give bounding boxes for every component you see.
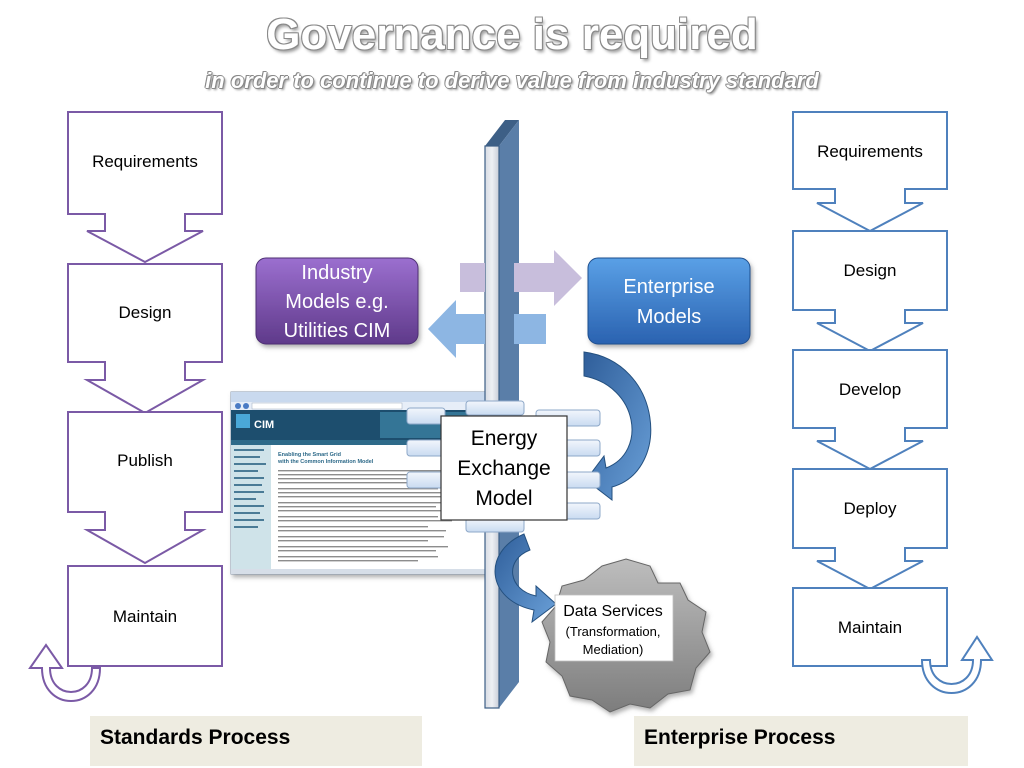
enterprise-label-design: Design [844,261,897,280]
standards-step-maintain [67,565,223,667]
standards-cycle-arrow-icon [28,643,102,702]
standards-label-publish: Publish [117,451,173,470]
standards-process-flow: Requirements Design Publish Maintain [28,111,223,702]
enterprise-to-exchange-arrow-icon [583,351,652,502]
cim-headline-2: with the Common Information Model [277,459,374,465]
arrow-right-icon [460,250,582,306]
enterprise-step-maintain [792,587,948,667]
enterprise-step-design [792,230,948,353]
industry-models-line-1: Industry [301,262,372,284]
standards-step-requirements [67,111,223,264]
page-subtitle: in order to continue to derive value fro… [205,68,819,93]
arrow-left-icon [428,300,546,358]
enterprise-models-box: Enterprise Models [587,257,751,345]
data-services-gear: Data Services (Transformation, Mediation… [541,558,711,713]
standards-label-design: Design [119,303,172,322]
standards-step-design [67,263,223,415]
model-exchange-arrows [428,250,582,358]
enterprise-label-deploy: Deploy [844,499,897,518]
cim-logo: CIM [254,419,274,431]
enterprise-models-line-1: Enterprise [623,276,714,298]
standards-step-publish [67,411,223,565]
enterprise-process-label: Enterprise Process [634,716,968,766]
energy-exchange-line-1: Energy [471,427,538,450]
standards-process-label: Standards Process [90,716,422,766]
enterprise-label-requirements: Requirements [817,142,923,161]
cim-headline-1: Enabling the Smart Grid [278,452,341,458]
standards-label-requirements: Requirements [92,152,198,171]
enterprise-step-requirements [792,111,948,233]
enterprise-step-develop [792,349,948,471]
standards-label-maintain: Maintain [113,607,177,626]
energy-exchange-model-box: Energy Exchange Model [440,415,568,521]
data-services-line-2: (Transformation, [566,624,661,639]
industry-models-line-3: Utilities CIM [284,320,391,342]
industry-models-box: Industry Models e.g. Utilities CIM [255,257,419,345]
energy-exchange-line-2: Exchange [457,457,550,480]
enterprise-cycle-arrow-icon [920,635,994,694]
exchange-to-services-arrow-icon [494,533,557,624]
data-services-line-3: Mediation) [583,642,644,657]
enterprise-step-deploy [792,468,948,591]
enterprise-label-maintain: Maintain [838,618,902,637]
enterprise-label-develop: Develop [839,380,901,399]
enterprise-process-flow: Requirements Design Develop Deploy Maint… [792,111,994,694]
energy-exchange-line-3: Model [475,487,532,510]
page-title: Governance is required [266,10,758,59]
industry-models-line-2: Models e.g. [285,291,388,313]
enterprise-models-line-2: Models [637,306,701,328]
data-services-line-1: Data Services [563,603,663,620]
